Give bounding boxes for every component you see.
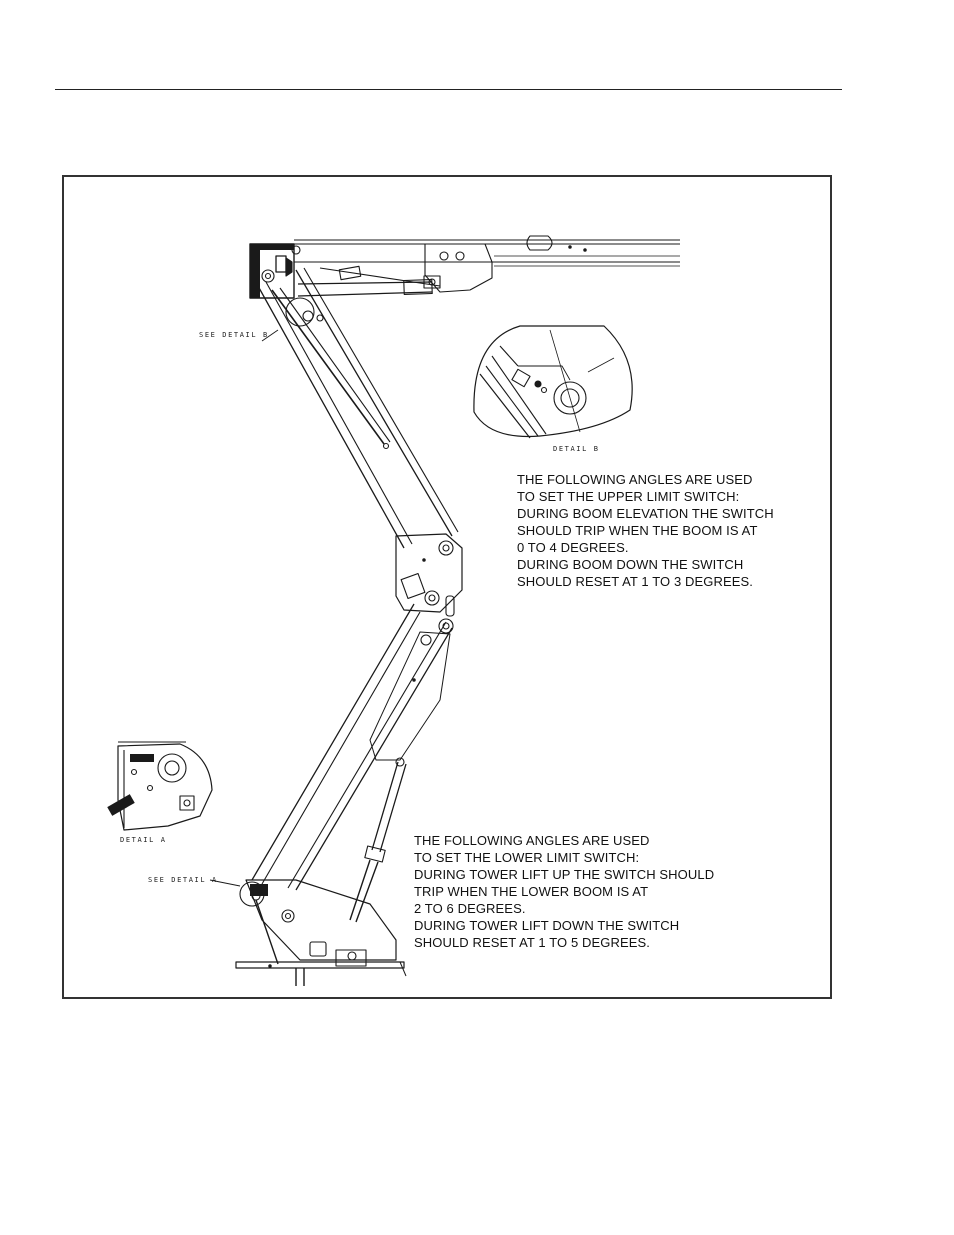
detail-a-label: DETAIL A: [120, 836, 167, 844]
see-detail-a-label: SEE DETAIL A: [148, 876, 218, 884]
detail-a-inset: [107, 741, 213, 831]
detail-b-label: DETAIL B: [553, 445, 600, 453]
note-line: SHOULD TRIP WHEN THE BOOM IS AT: [517, 523, 758, 538]
note-line: TO SET THE UPPER LIMIT SWITCH:: [517, 489, 740, 504]
upper-boom-arm: [249, 235, 680, 327]
middle-boom: [257, 267, 463, 634]
header-rule: [55, 89, 842, 90]
lower-boom: [251, 603, 453, 923]
upper-limit-switch-note: THE FOLLOWING ANGLES ARE USED TO SET THE…: [517, 471, 774, 590]
figure-frame: [62, 175, 832, 999]
lower-limit-switch-note: THE FOLLOWING ANGLES ARE USED TO SET THE…: [414, 832, 714, 951]
leader-b: [261, 329, 279, 342]
note-line: DURING BOOM ELEVATION THE SWITCH: [517, 506, 774, 521]
detail-b-inset: [473, 325, 633, 439]
note-line: THE FOLLOWING ANGLES ARE USED: [414, 833, 650, 848]
note-line: SHOULD RESET AT 1 TO 5 DEGREES.: [414, 935, 650, 950]
leader-a: [209, 879, 241, 887]
note-line: THE FOLLOWING ANGLES ARE USED: [517, 472, 753, 487]
note-line: TO SET THE LOWER LIMIT SWITCH:: [414, 850, 640, 865]
turntable-base: [235, 879, 407, 986]
note-line: DURING TOWER LIFT DOWN THE SWITCH: [414, 918, 680, 933]
note-line: TRIP WHEN THE LOWER BOOM IS AT: [414, 884, 649, 899]
note-line: DURING TOWER LIFT UP THE SWITCH SHOULD: [414, 867, 715, 882]
note-line: DURING BOOM DOWN THE SWITCH: [517, 557, 744, 572]
note-line: SHOULD RESET AT 1 TO 3 DEGREES.: [517, 574, 753, 589]
note-line: 2 TO 6 DEGREES.: [414, 901, 526, 916]
see-detail-b-label: SEE DETAIL B: [199, 331, 269, 339]
note-line: 0 TO 4 DEGREES.: [517, 540, 629, 555]
